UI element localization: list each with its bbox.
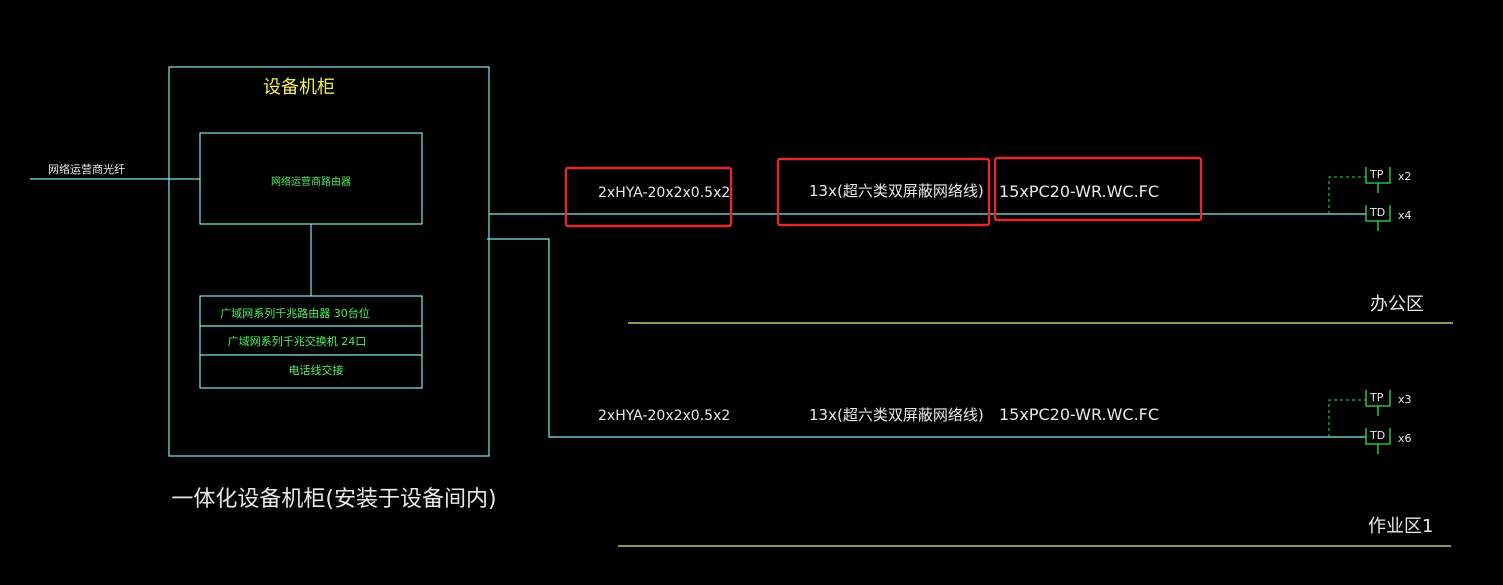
router-label: 网络运营商路由器 xyxy=(271,175,351,188)
branch1-tp-outlet xyxy=(1365,167,1391,193)
branch2-tp-outlet xyxy=(1365,390,1391,416)
rack-row-switch: 广域网系列千兆交换机 24口 xyxy=(228,334,367,348)
cabinet-frame xyxy=(168,66,490,457)
branch2-hya-cable: 2xHYA-20x2x0.5x2 xyxy=(598,408,730,424)
branch1-conduit: 15xPC20-WR.WC.FC xyxy=(999,182,1159,201)
branch1-td-label: TD xyxy=(1369,206,1385,219)
fiber-label: 网络运营商光纤 xyxy=(48,162,125,176)
highlight-conduit xyxy=(993,156,1203,222)
branch2-net-cable: 13x(超六类双屏蔽网络线) xyxy=(809,406,984,424)
branch1-tp-count: x2 xyxy=(1398,170,1412,183)
rack-row-router: 广域网系列千兆路由器 30台位 xyxy=(220,306,370,320)
rack-row-phone: 电话线交接 xyxy=(289,363,344,377)
branch2-tp-count: x3 xyxy=(1398,393,1412,406)
branch1-hya-cable: 2xHYA-20x2x0.5x2 xyxy=(598,185,730,201)
zone-work-label: 作业区1 xyxy=(1368,516,1433,537)
cabinet-title: 设备机柜 xyxy=(263,77,335,98)
branch2-trunk xyxy=(487,238,1366,438)
branch2-tp-dashed-link xyxy=(1328,399,1366,437)
branch1-net-cable: 13x(超六类双屏蔽网络线) xyxy=(809,182,984,200)
branch2-tp-label: TP xyxy=(1369,391,1384,404)
branch1-td-outlet xyxy=(1365,205,1391,231)
branch1-tp-dashed-link xyxy=(1328,176,1366,214)
rack-box xyxy=(199,295,423,389)
branch2-td-count: x6 xyxy=(1398,432,1412,445)
highlight-hya-cable xyxy=(564,166,733,228)
cabinet-caption: 一体化设备机柜(安装于设备间内) xyxy=(171,487,496,512)
branch1-tp-label: TP xyxy=(1369,168,1384,181)
branch2-conduit: 15xPC20-WR.WC.FC xyxy=(999,405,1159,424)
highlight-net-cable xyxy=(776,157,991,227)
branch2-td-outlet xyxy=(1365,428,1391,454)
zone-office-label: 办公区 xyxy=(1370,294,1424,315)
branch2-td-label: TD xyxy=(1369,429,1385,442)
branch1-td-count: x4 xyxy=(1398,209,1412,222)
